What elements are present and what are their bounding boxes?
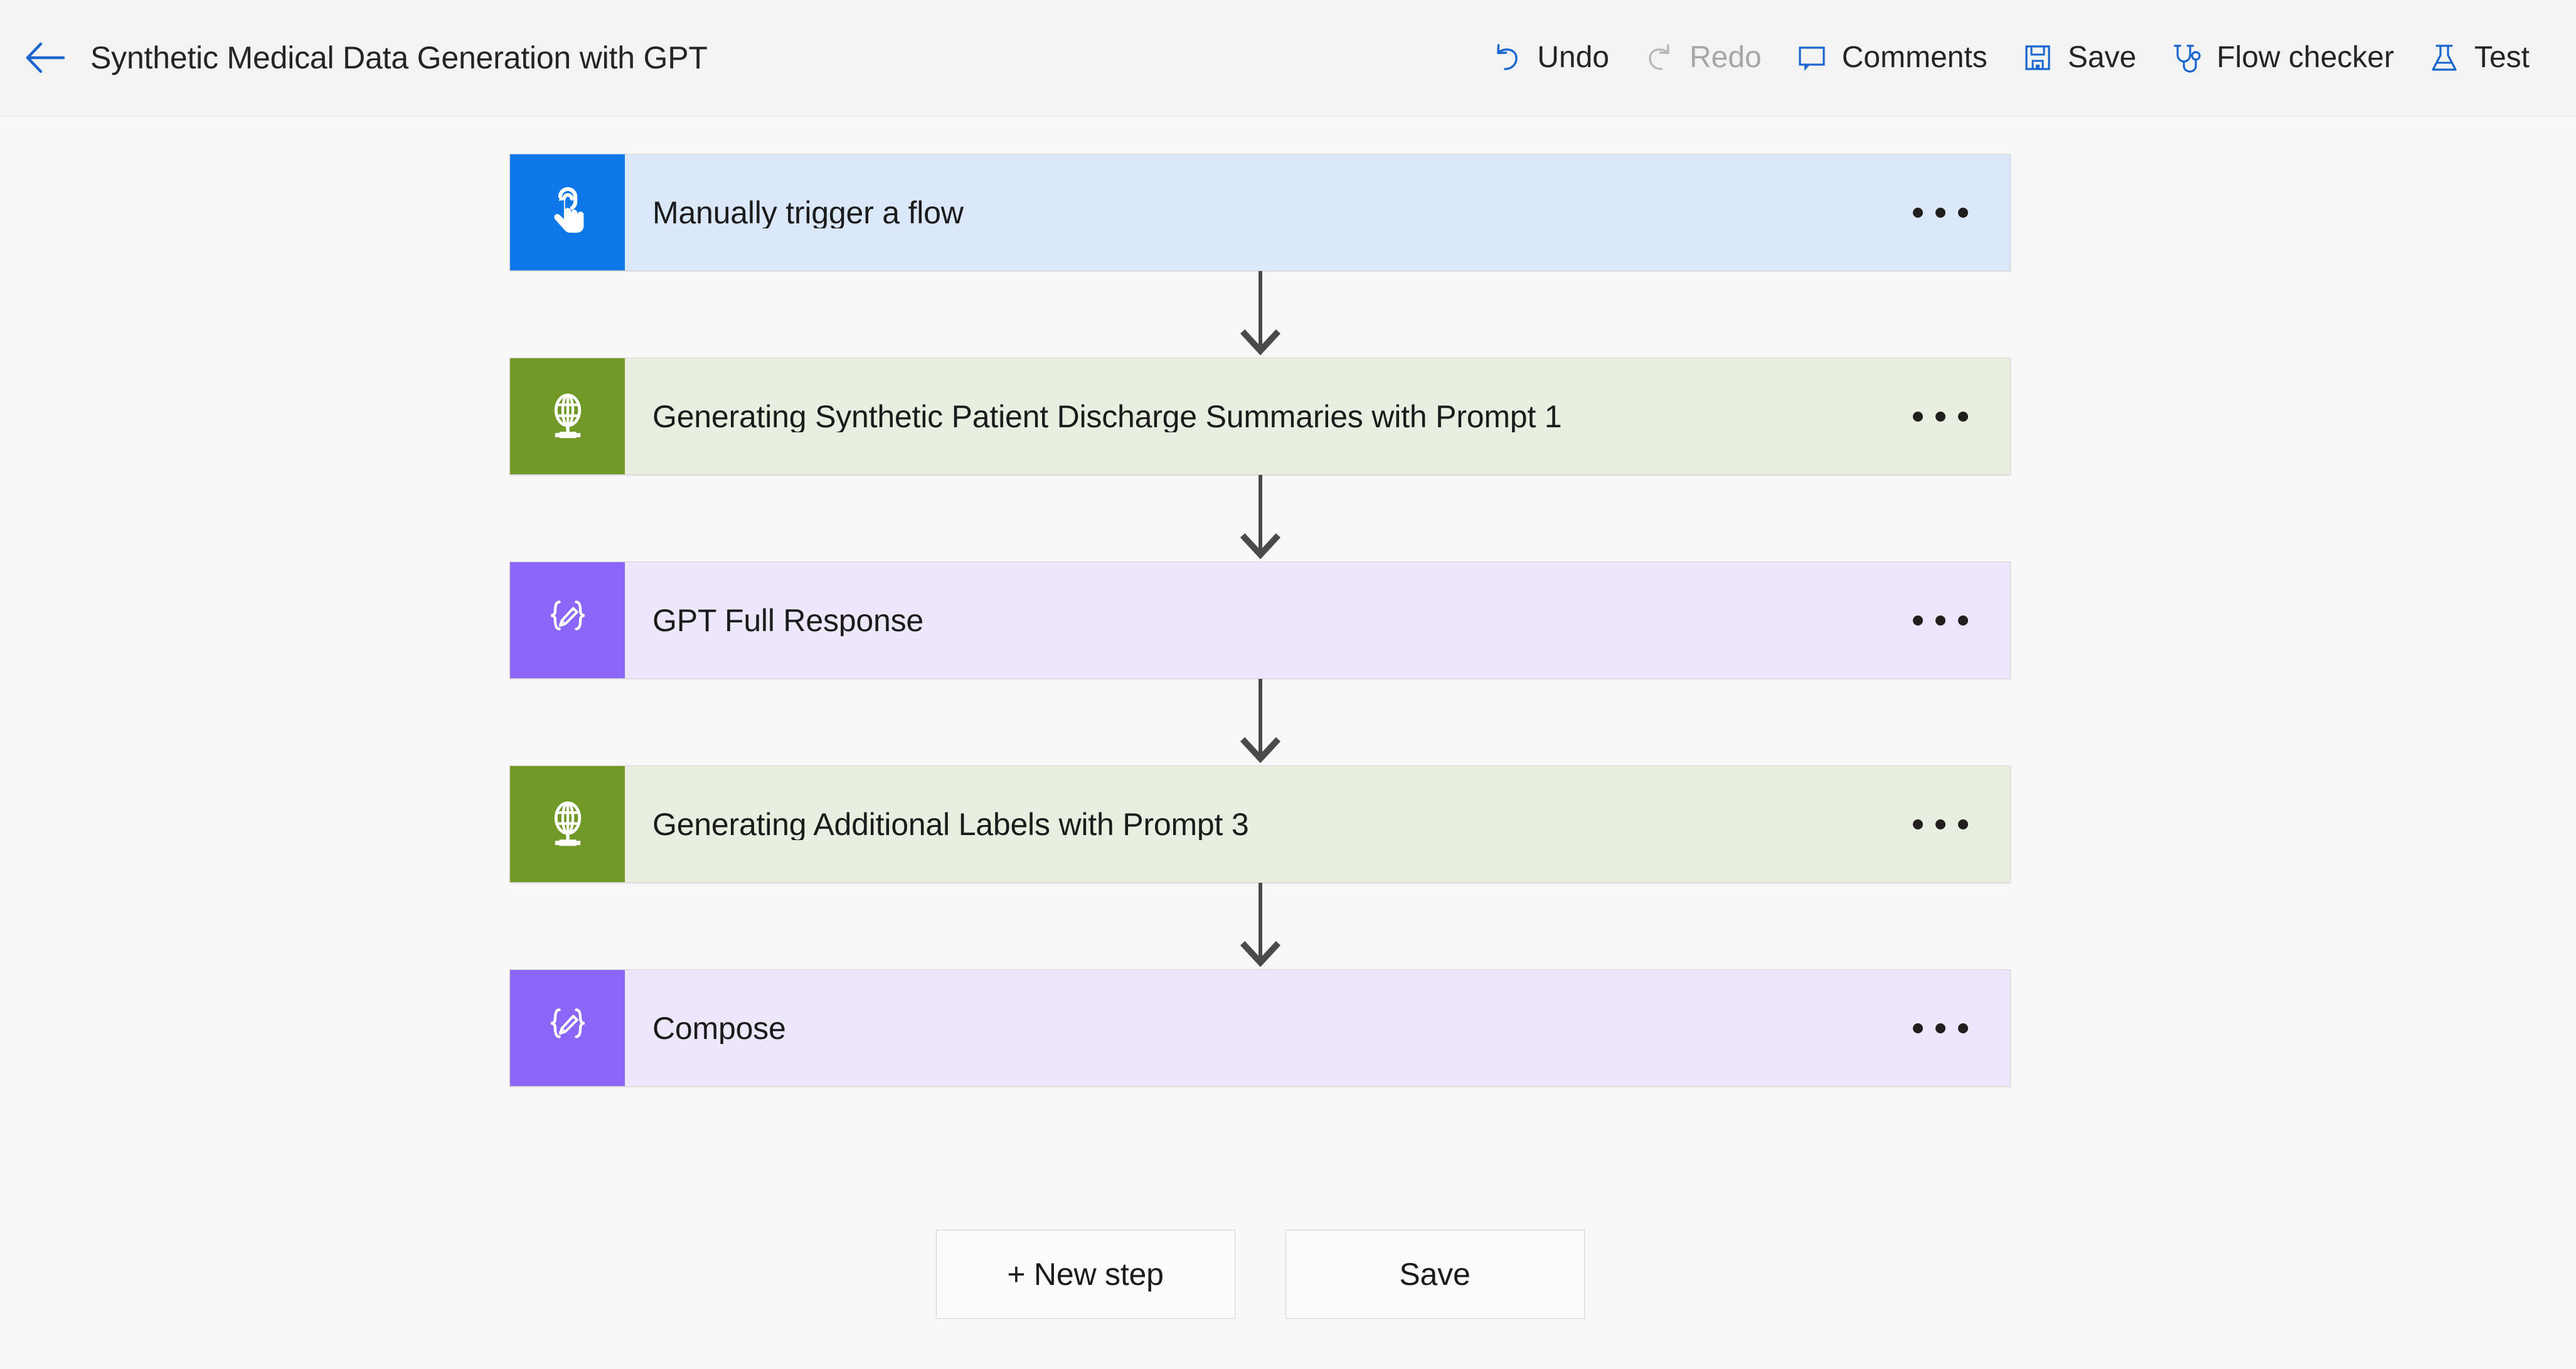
step-body: Generating Synthetic Patient Discharge S… xyxy=(625,358,2010,474)
compose-braces-pencil-icon xyxy=(541,1001,595,1055)
flow-step-list: Manually trigger a flow xyxy=(509,154,2011,1087)
connector-4 xyxy=(509,883,2011,969)
test-button[interactable]: Test xyxy=(2410,23,2546,92)
step-title: Generating Additional Labels with Prompt… xyxy=(652,808,1249,840)
save-disk-icon xyxy=(2020,40,2055,75)
step-title: Compose xyxy=(652,1012,786,1044)
flow-step-manually-trigger-a-flow[interactable]: Manually trigger a flow xyxy=(509,154,2011,271)
step-icon-container xyxy=(510,154,625,270)
new-step-button[interactable]: + New step xyxy=(935,1230,1235,1319)
comments-label: Comments xyxy=(1841,41,1988,74)
step-title: Generating Synthetic Patient Discharge S… xyxy=(652,400,1562,432)
comment-icon xyxy=(1794,40,1829,75)
ellipsis-icon[interactable] xyxy=(1893,970,1988,1086)
flow-canvas: Manually trigger a flow xyxy=(0,116,2576,1369)
touch-tap-icon xyxy=(541,186,595,240)
undo-label: Undo xyxy=(1537,41,1609,74)
step-body: Manually trigger a flow xyxy=(625,154,2010,270)
http-globe-icon xyxy=(541,797,595,851)
redo-button[interactable]: Redo xyxy=(1626,23,1778,92)
save-button[interactable]: Save xyxy=(2004,23,2153,92)
flow-step-compose[interactable]: Compose xyxy=(509,969,2011,1087)
comments-button[interactable]: Comments xyxy=(1778,23,2004,92)
step-title: GPT Full Response xyxy=(652,604,923,636)
http-globe-icon xyxy=(541,390,595,444)
flow-checker-button[interactable]: Flow checker xyxy=(2153,23,2410,92)
flow-step-generating-synthetic-patient-discharge-summaries-with-prompt-1[interactable]: Generating Synthetic Patient Discharge S… xyxy=(509,358,2011,475)
compose-braces-pencil-icon xyxy=(541,594,595,647)
save-button-bottom[interactable]: Save xyxy=(1285,1230,1585,1319)
back-button[interactable] xyxy=(21,34,69,82)
step-title: Manually trigger a flow xyxy=(652,196,964,228)
undo-icon xyxy=(1489,40,1525,75)
connector-3 xyxy=(509,679,2011,765)
step-icon-container xyxy=(510,766,625,882)
flow-step-generating-additional-labels-with-prompt-3[interactable]: Generating Additional Labels with Prompt… xyxy=(509,765,2011,883)
redo-label: Redo xyxy=(1690,41,1762,74)
undo-button[interactable]: Undo xyxy=(1473,23,1626,92)
flask-icon xyxy=(2427,40,2462,75)
bottom-action-bar: + New step Save xyxy=(509,1230,2011,1319)
ellipsis-icon[interactable] xyxy=(1893,154,1988,270)
command-bar: Synthetic Medical Data Generation with G… xyxy=(0,0,2576,116)
flow-step-gpt-full-response[interactable]: GPT Full Response xyxy=(509,562,2011,679)
toolbar: Undo Redo xyxy=(1473,0,2546,115)
step-body: Compose xyxy=(625,970,2010,1086)
stethoscope-icon xyxy=(2169,40,2204,75)
ellipsis-icon[interactable] xyxy=(1893,358,1988,474)
connector-2 xyxy=(509,475,2011,562)
save-label: Save xyxy=(2067,41,2137,74)
ellipsis-icon[interactable] xyxy=(1893,766,1988,882)
flow-checker-label: Flow checker xyxy=(2217,41,2394,74)
redo-icon xyxy=(1642,40,1677,75)
step-icon-container xyxy=(510,970,625,1086)
ellipsis-icon[interactable] xyxy=(1893,562,1988,678)
step-icon-container xyxy=(510,358,625,474)
step-body: Generating Additional Labels with Prompt… xyxy=(625,766,2010,882)
step-body: GPT Full Response xyxy=(625,562,2010,678)
connector-1 xyxy=(509,271,2011,358)
page-title: Synthetic Medical Data Generation with G… xyxy=(90,40,708,75)
step-icon-container xyxy=(510,562,625,678)
arrow-left-icon xyxy=(24,41,66,74)
test-label: Test xyxy=(2474,41,2530,74)
